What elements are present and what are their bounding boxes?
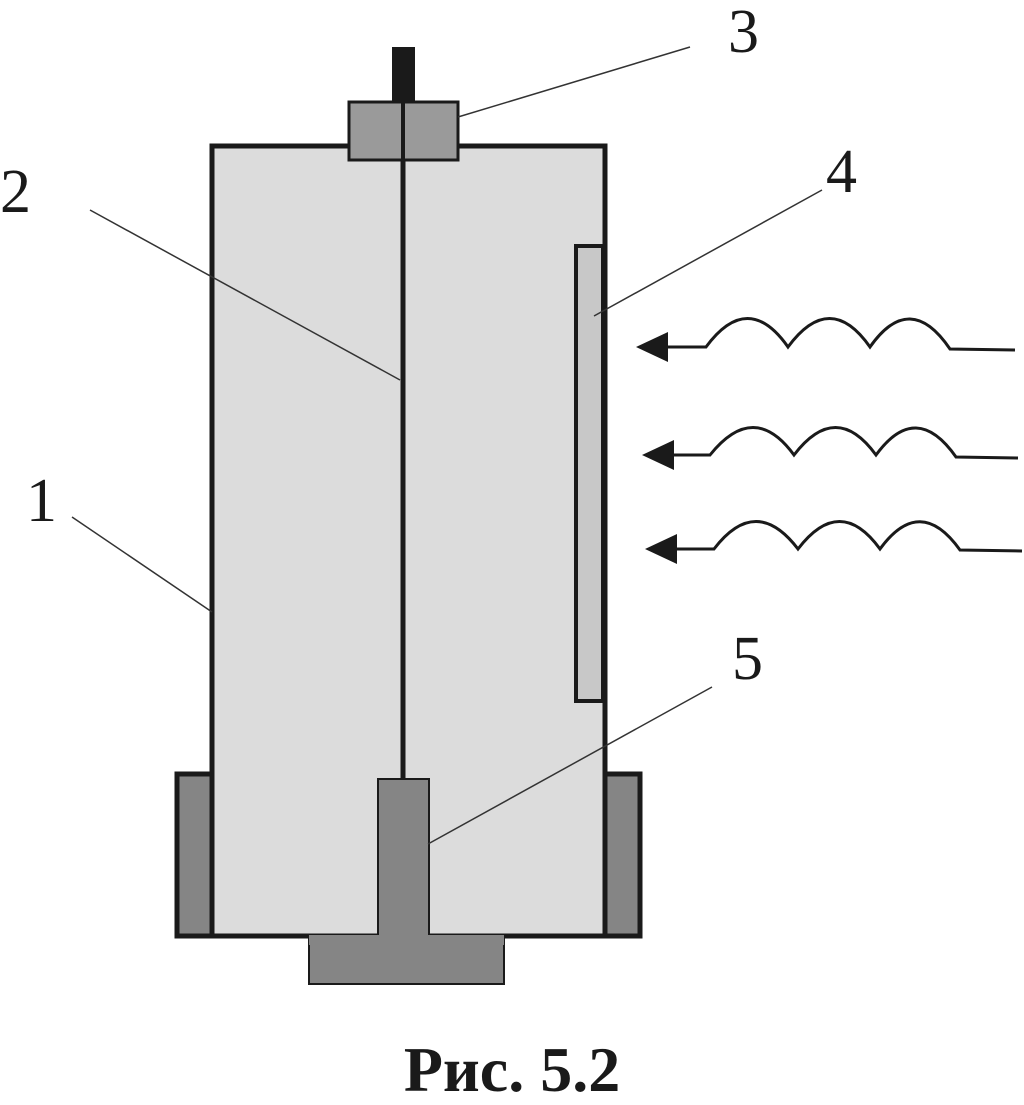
- label-3: 3: [728, 0, 759, 66]
- radiation-arrow: [642, 426, 1019, 470]
- window: [574, 244, 605, 703]
- electrode-holder: [377, 778, 430, 937]
- radiation-arrow: [645, 520, 1023, 564]
- label-5: 5: [732, 625, 763, 693]
- label-4: 4: [826, 138, 857, 206]
- figure-caption: Рис. 5.2: [403, 1034, 621, 1105]
- label-2: 2: [0, 158, 31, 226]
- top-terminal: [392, 47, 415, 102]
- right-clamp: [602, 771, 643, 939]
- electrode-holder-foot: [309, 935, 504, 945]
- leader-line-1: [71, 516, 213, 613]
- leader-line-4: [593, 189, 823, 317]
- radiation-arrow: [636, 317, 1016, 362]
- leader-line-3: [457, 46, 691, 118]
- left-clamp: [174, 771, 218, 939]
- label-1: 1: [26, 467, 57, 535]
- leader-line-5: [427, 686, 713, 845]
- leader-line-2: [89, 209, 401, 381]
